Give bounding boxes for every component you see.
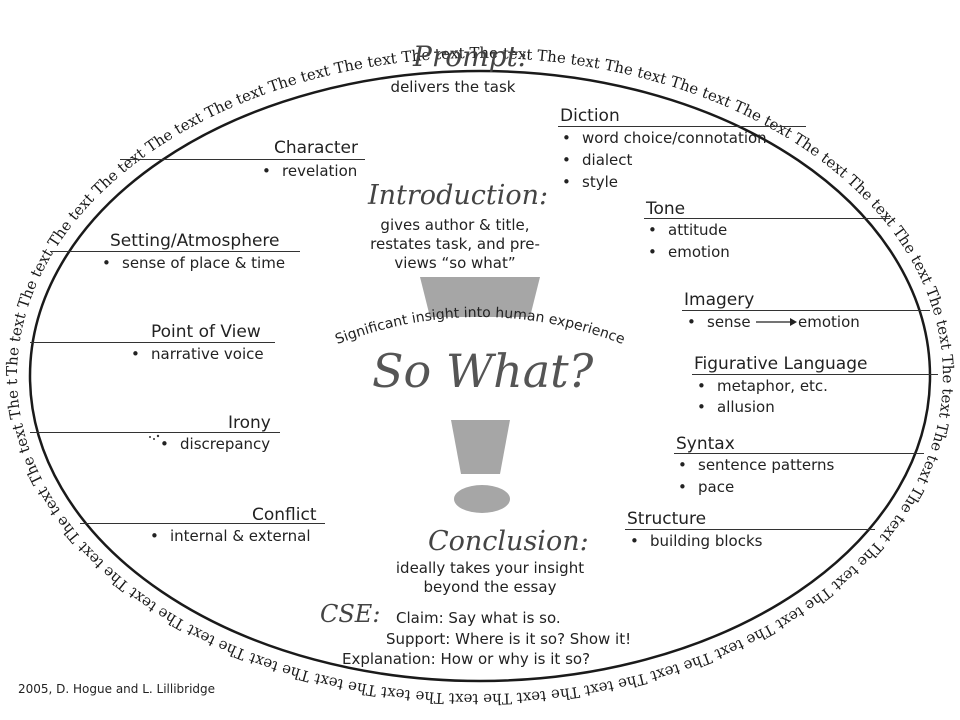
irony-bullet-1: discrepancy (160, 435, 270, 453)
setting-rule (50, 251, 300, 252)
structure-rule (625, 529, 875, 530)
stray-mark-icon (149, 434, 160, 440)
introduction-line-1: gives author & title, (380, 216, 530, 234)
diction-bullet-3: style (562, 173, 618, 191)
prompt-title: Prompt: (413, 40, 528, 73)
introduction-line-2: restates task, and pre- (370, 235, 540, 253)
point-of-view-heading: Point of View (151, 322, 261, 342)
figurative-language-heading: Figurative Language (694, 354, 868, 374)
exclamation-dot (454, 485, 510, 513)
exclamation-top-bar (420, 277, 540, 317)
syntax-bullet-1: sentence patterns (678, 456, 834, 474)
imagery-bullet-1-target: emotion (798, 313, 860, 331)
diction-rule (558, 126, 806, 127)
tone-heading: Tone (646, 199, 686, 219)
diction-heading: Diction (560, 106, 620, 126)
introduction-line-3: views “so what” (394, 254, 516, 272)
cse-claim: Claim: Say what is so. (396, 609, 561, 627)
credit-text: 2005, D. Hogue and L. Lillibridge (18, 682, 216, 696)
figurative-language-bullet-1: metaphor, etc. (697, 377, 828, 395)
cse-support: Support: Where is it so? Show it! (386, 630, 632, 648)
irony-heading: Irony (228, 413, 271, 433)
cse-explanation: Explanation: How or why is it so? (342, 650, 591, 668)
conflict-rule (80, 523, 325, 524)
tone-bullet-1: attitude (648, 221, 727, 239)
arrow-right-icon (756, 318, 797, 326)
character-bullet-1: revelation (262, 162, 357, 180)
tone-rule (644, 218, 890, 219)
setting-bullet-1: sense of place & time (102, 254, 285, 272)
cse-title: CSE: (320, 600, 381, 628)
tone-bullet-2: emotion (648, 243, 730, 261)
conclusion-line-2: beyond the essay (423, 578, 557, 596)
conflict-bullet-1: internal & external (150, 527, 311, 545)
structure-bullet-1: building blocks (630, 532, 762, 550)
figurative-language-rule (692, 374, 938, 375)
so-what-title: So What? (372, 344, 594, 398)
structure-heading: Structure (627, 509, 707, 529)
diction-bullet-1: word choice/connotation (562, 129, 767, 147)
syntax-heading: Syntax (676, 434, 735, 454)
outer-ellipse (28, 69, 932, 683)
character-rule (120, 159, 365, 160)
character-heading: Character (274, 138, 358, 158)
setting-heading: Setting/Atmosphere (110, 231, 280, 251)
point-of-view-rule (30, 342, 275, 343)
prompt-description: delivers the task (390, 78, 516, 96)
imagery-rule (682, 310, 930, 311)
irony-rule (30, 432, 280, 433)
insight-arc-text: Significant insight into human experienc… (333, 305, 627, 348)
syntax-bullet-2: pace (678, 478, 734, 496)
conclusion-title: Conclusion: (428, 526, 589, 557)
syntax-rule (674, 453, 924, 454)
introduction-title: Introduction: (368, 180, 549, 211)
figurative-language-bullet-2: allusion (697, 398, 775, 416)
conflict-heading: Conflict (252, 505, 317, 525)
diction-bullet-2: dialect (562, 151, 632, 169)
imagery-bullet-1: sense (687, 313, 751, 331)
imagery-heading: Imagery (684, 290, 755, 310)
point-of-view-bullet-1: narrative voice (131, 345, 264, 363)
conclusion-line-1: ideally takes your insight (395, 559, 585, 577)
exclamation-lower-bar (451, 420, 510, 474)
